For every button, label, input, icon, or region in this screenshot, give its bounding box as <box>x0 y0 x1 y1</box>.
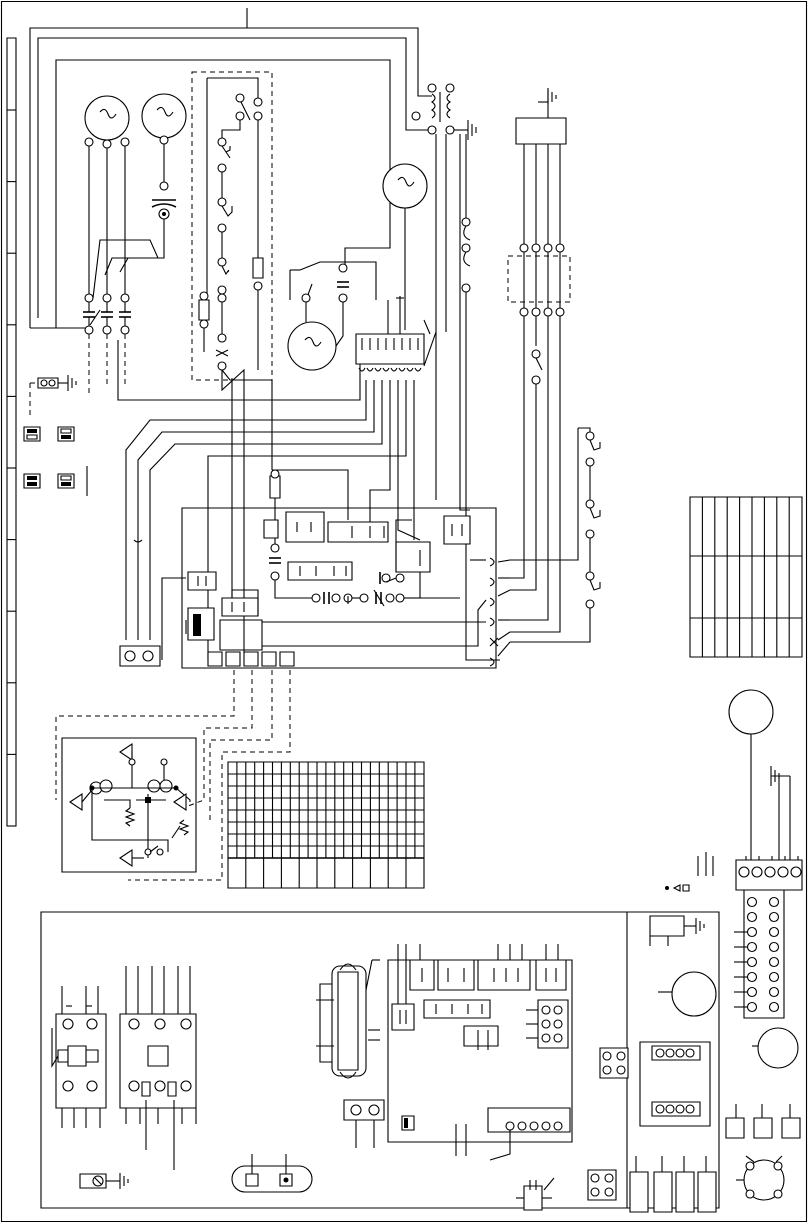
terminal-screw <box>770 973 779 982</box>
terminal-pin <box>375 368 381 371</box>
control-board-main <box>120 470 510 668</box>
legend-grid-center <box>228 762 424 888</box>
terminal-screw <box>748 928 757 937</box>
terminal-pin <box>391 368 397 371</box>
terminal-screw <box>770 988 779 997</box>
terminal-screw <box>748 943 757 952</box>
board-pin <box>208 652 222 666</box>
terminal-screw <box>778 867 788 877</box>
terminal-screw <box>748 958 757 967</box>
coil-icon <box>650 916 704 946</box>
terminal-pin <box>407 368 413 371</box>
terminal-pair-bottom <box>344 1100 384 1148</box>
terminal-screw <box>770 928 779 937</box>
relay-trio-bottom-right <box>726 1104 800 1138</box>
terminal-screw <box>770 913 779 922</box>
terminal-screw <box>748 1003 757 1012</box>
terminal-screw <box>770 898 779 907</box>
terminal-pin <box>415 368 421 371</box>
motor-lower-right <box>658 972 716 1016</box>
ground-icon <box>30 375 76 418</box>
ground-lug-bottom <box>80 1173 128 1189</box>
terminal-screw <box>752 867 762 877</box>
dip-switches-left <box>24 427 87 496</box>
terminal-screw <box>791 867 801 877</box>
field-wiring-top <box>30 28 432 328</box>
control-board-2 <box>388 944 572 1160</box>
board-pin <box>226 652 240 666</box>
thermostat <box>70 744 190 866</box>
disconnect-right <box>508 88 570 632</box>
terminal-screw <box>748 913 757 922</box>
terminal-quad-bottom <box>588 1048 628 1200</box>
terminal-screw <box>765 867 775 877</box>
terminal-pin <box>383 368 389 371</box>
motor-top-left-1 <box>85 96 129 148</box>
limit-switch-chain <box>192 72 272 600</box>
transformer-bottom <box>316 960 380 1078</box>
terminal-pin <box>367 368 373 371</box>
terminal-block-right <box>734 856 802 1018</box>
motor-top-left-2 <box>142 94 186 144</box>
terminal-screw <box>748 988 757 997</box>
left-scale-strip <box>7 38 16 826</box>
capacitor-icon <box>152 182 176 219</box>
relay-block-right <box>640 1042 710 1126</box>
motor-bottom-right <box>752 1028 798 1068</box>
wiring-center-down <box>126 332 436 660</box>
board-pin <box>280 652 294 666</box>
terminal-screw <box>770 958 779 967</box>
fuse-row-bottom-right <box>630 1156 716 1212</box>
contactor-1 <box>52 986 106 1128</box>
terminal-strip-center <box>356 296 430 371</box>
resistor-icon <box>516 1178 554 1210</box>
terminal-screw <box>748 973 757 982</box>
terminal-screw <box>748 898 757 907</box>
contactor-2 <box>120 966 196 1170</box>
legend-grid-right <box>690 497 802 657</box>
terminal-screw <box>770 943 779 952</box>
motor-bottom-panel <box>736 1156 784 1200</box>
board-pin <box>244 652 258 666</box>
fuse-holder-bottom <box>232 1154 312 1192</box>
terminal-pin <box>399 368 405 371</box>
terminal-screw <box>770 1003 779 1012</box>
board-pin <box>262 652 276 666</box>
terminal-screw <box>739 867 749 877</box>
